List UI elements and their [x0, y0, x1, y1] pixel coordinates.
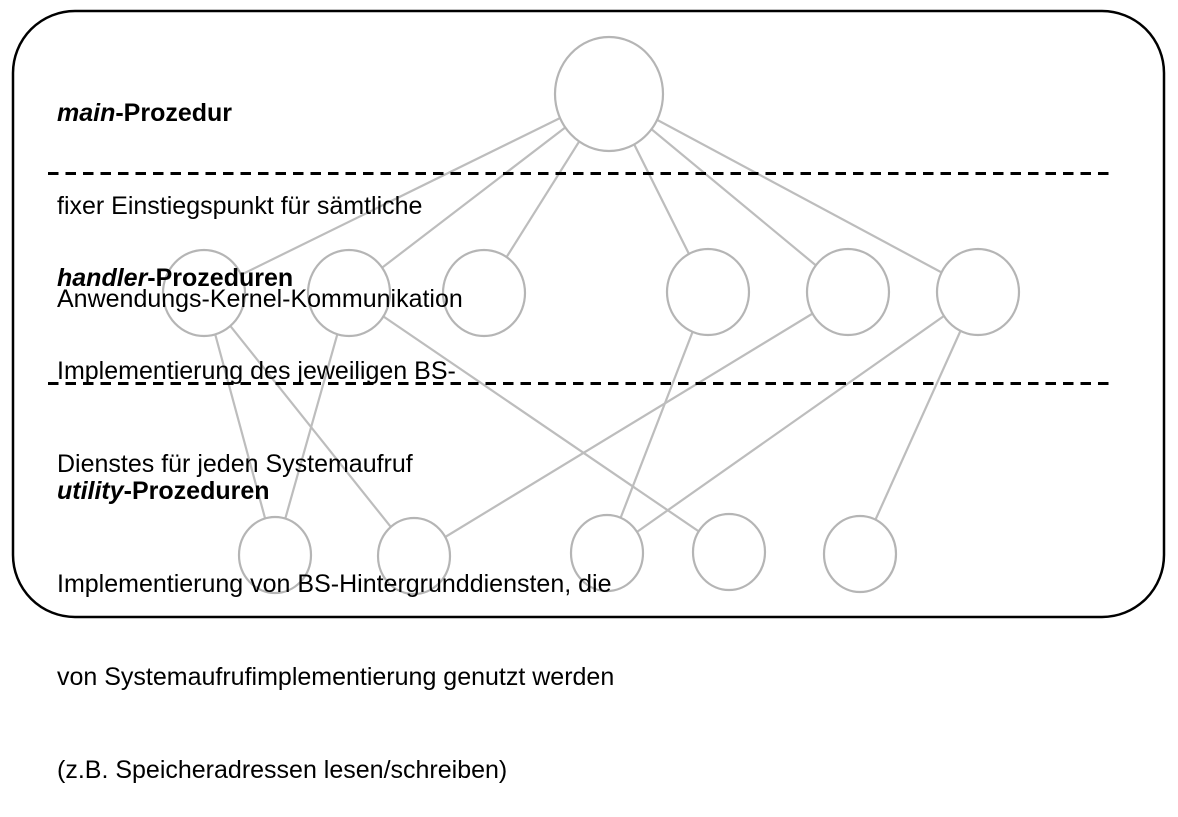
edge-main-h6 — [608, 93, 979, 293]
main-layer-title-rest: -Prozedur — [115, 99, 233, 127]
utility-layer-desc-2: von Systemaufrufimplementierung genutzt … — [57, 663, 615, 691]
handler-procedure-node-h3 — [441, 248, 527, 338]
layer-separator-group — [48, 172, 1112, 385]
handler-layer-title: handler-Prozeduren — [57, 263, 456, 294]
handler-procedure-node-h6 — [935, 247, 1021, 337]
utility-procedure-node-u2 — [376, 516, 452, 596]
handler-procedure-node-h2 — [306, 248, 392, 338]
handler-procedure-node-h5 — [805, 247, 891, 337]
handler-layer-desc-1: Implementierung des jeweiligen BS- — [57, 357, 456, 385]
main-layer-title: main-Prozedur — [57, 98, 463, 129]
utility-layer-title-italic: utility — [57, 477, 124, 505]
utility-procedure-node-u5 — [822, 514, 898, 594]
utility-procedure-node-u1 — [237, 515, 313, 595]
main-layer-title-italic: main — [57, 99, 116, 127]
edge-h2-u1 — [273, 292, 351, 556]
utility-layer-desc-3: (z.B. Speicheradressen lesen/schreiben) — [57, 756, 508, 784]
main-layer-label: main-Prozedur fixer Einstiegspunkt für s… — [57, 36, 463, 346]
handler-procedure-node-h1 — [161, 248, 247, 338]
utility-layer-label: utility-Prozeduren Implementierung von B… — [57, 414, 614, 817]
edge-h6-u3 — [606, 291, 979, 554]
edge-h5-u2 — [413, 291, 849, 557]
edge-h1-u1 — [202, 292, 277, 556]
edge-h2-u4 — [348, 292, 730, 553]
utility-layer-title-rest: -Prozeduren — [123, 477, 270, 505]
edge-h1-u2 — [203, 292, 415, 557]
handler-procedure-node-h4 — [665, 247, 751, 337]
node-group — [161, 35, 1021, 596]
edge-h4-u3 — [605, 291, 710, 554]
procedure-layer-diagram — [11, 9, 1166, 619]
utility-procedure-node-u4 — [691, 512, 767, 592]
utility-layer-title: utility-Prozeduren — [57, 476, 614, 507]
handler-layer-title-rest: -Prozeduren — [147, 264, 294, 292]
main-layer-desc-2: Anwendungs-Kernel-Kommunikation — [57, 285, 463, 313]
edge-main-h1 — [203, 93, 610, 294]
handler-layer-desc-2: Dienstes für jeden Systemaufruf — [57, 450, 413, 478]
edge-group — [202, 93, 980, 557]
handler-layer-label: handler-Prozeduren Implementierung des j… — [57, 201, 456, 511]
edge-h6-u5 — [858, 291, 980, 555]
utility-layer-desc-1: Implementierung von BS-Hintergrunddienst… — [57, 570, 612, 598]
main-layer-desc-1: fixer Einstiegspunkt für sämtliche — [57, 192, 423, 220]
handler-layer-title-italic: handler — [57, 264, 148, 292]
utility-procedure-node-u3 — [569, 513, 645, 593]
main-procedure-node-main — [553, 35, 665, 153]
rounded-border — [11, 9, 1166, 619]
